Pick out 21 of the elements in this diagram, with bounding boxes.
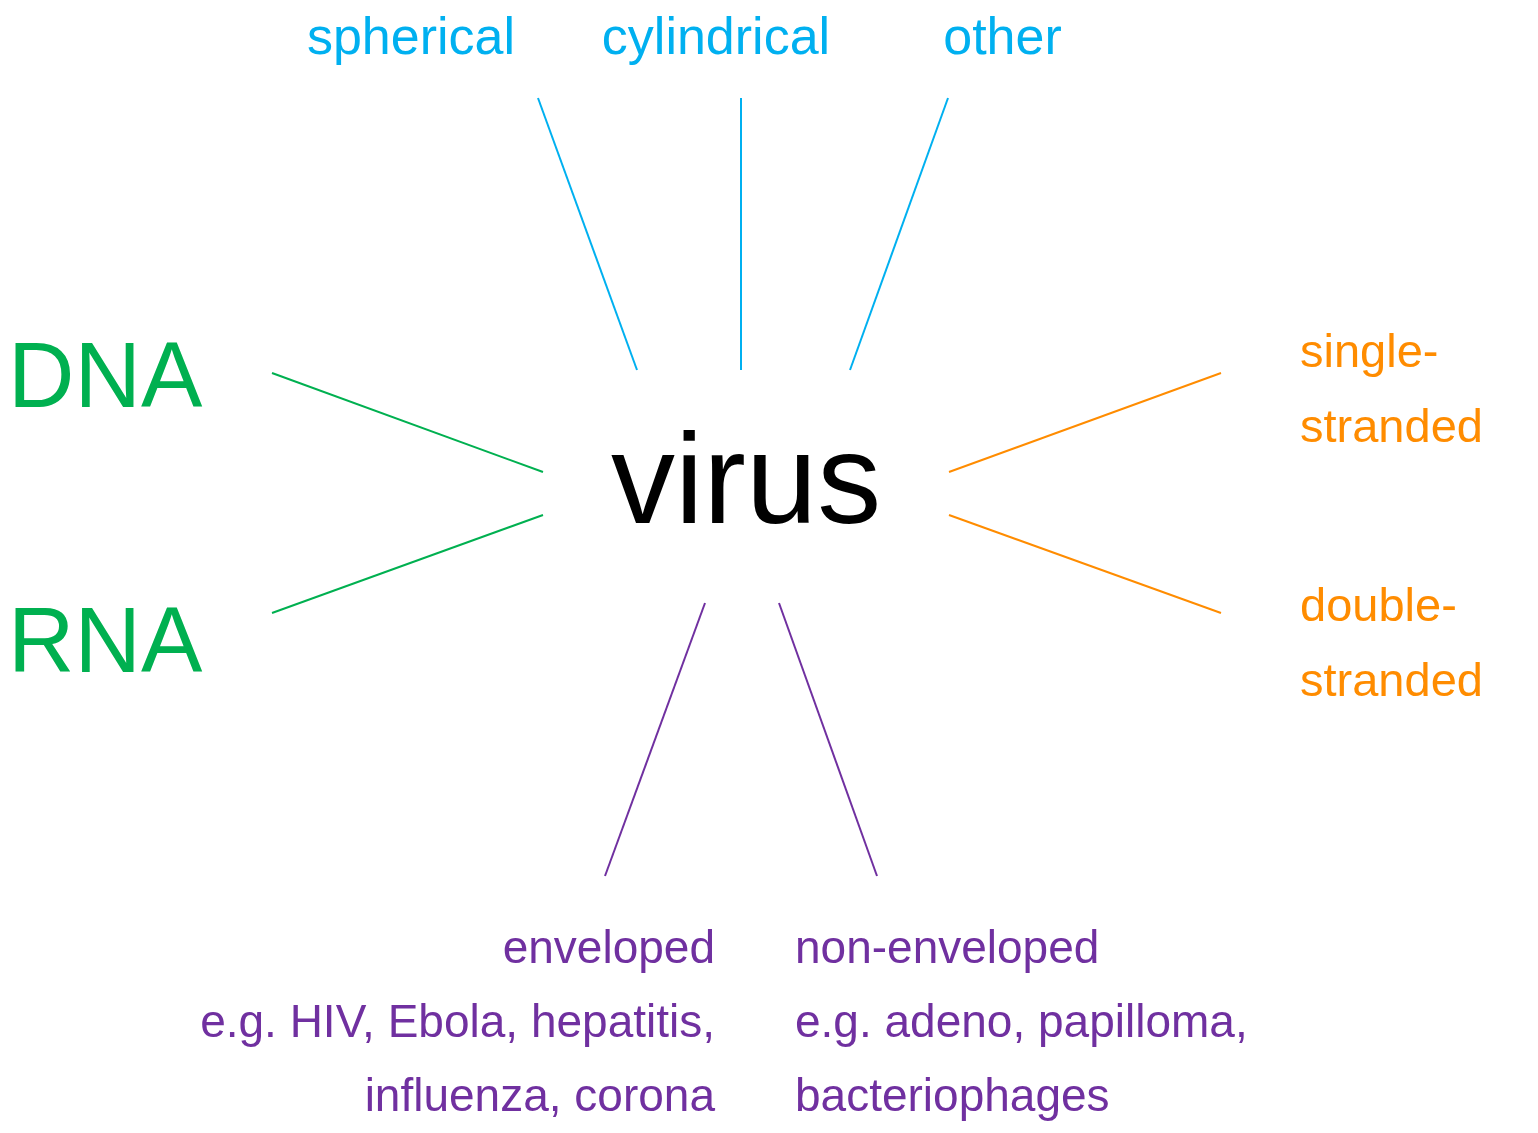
category-label: enveloped (502, 920, 715, 975)
example-text: e.g. adeno, papilloma, bacteriophages (795, 994, 1249, 1123)
connector-line (849, 97, 949, 371)
category-label: non-enveloped (795, 920, 1100, 975)
connector-line (778, 602, 878, 877)
connector-line (537, 97, 638, 371)
connector-line (271, 372, 544, 473)
connector-line (948, 514, 1222, 614)
category-label: spherical (306, 6, 516, 67)
connector-line (948, 372, 1222, 473)
category-label: single- stranded (1300, 322, 1484, 454)
category-label: RNA (8, 594, 203, 686)
connector-line (740, 97, 742, 371)
example-text: e.g. HIV, Ebola, hepatitis, influenza, corona (199, 994, 715, 1123)
connector-line (271, 514, 544, 614)
center-term: virus (610, 414, 882, 552)
category-label: other (943, 6, 1062, 67)
category-label: cylindrical (601, 6, 831, 67)
category-label: double- stranded (1300, 576, 1484, 708)
category-label: DNA (8, 329, 203, 421)
connector-line (604, 602, 706, 877)
